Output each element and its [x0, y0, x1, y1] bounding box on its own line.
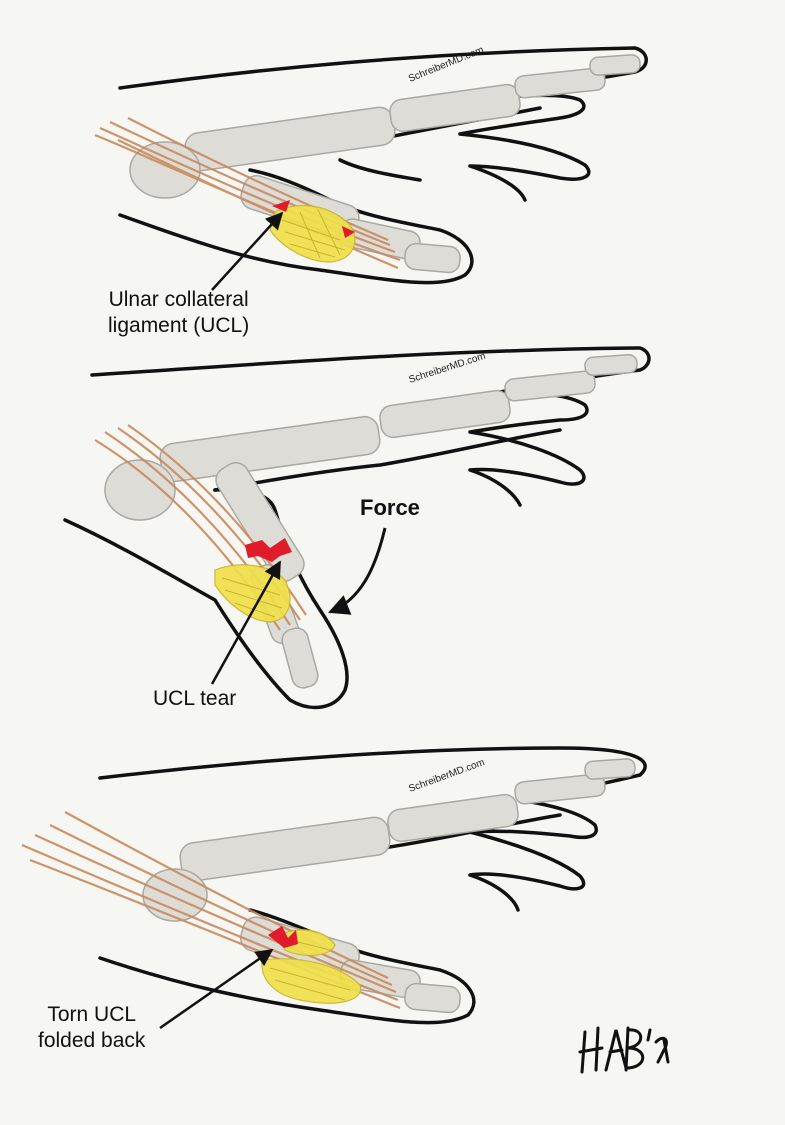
ucl-ligament — [269, 205, 356, 263]
panel-tear: SchreiberMD.com — [63, 346, 651, 710]
label-ucl-tear: UCL tear — [153, 687, 237, 710]
finger-outlines — [338, 93, 591, 202]
panel-intact: SchreiberMD.com — [94, 45, 648, 291]
label-torn-ucl-folded-back: Torn UCL folded back — [38, 1002, 145, 1055]
artist-signature — [578, 1026, 670, 1074]
tendons — [21, 811, 401, 1010]
ucl-attachment-red — [272, 200, 355, 238]
label-force: Force — [360, 495, 420, 520]
ucl-ligament-fibers — [221, 577, 283, 618]
ucl-torn-red — [268, 926, 298, 948]
label-arrow — [159, 948, 274, 1030]
label-line: Ulnar collateral — [108, 288, 249, 311]
bones — [129, 54, 641, 274]
label-arrow — [211, 211, 284, 291]
force-arrow — [328, 527, 387, 615]
watermark: SchreiberMD.com — [407, 45, 485, 85]
label-line: Torn UCL — [47, 1003, 137, 1026]
ucl-tear-red — [245, 538, 292, 562]
panel-folded: SchreiberMD.com — [21, 746, 647, 1030]
label-ulnar-collateral-ligament: Ulnar collateral ligament (UCL) — [108, 287, 249, 340]
ucl-ligament — [261, 929, 362, 1004]
label-arrow — [210, 560, 282, 685]
watermark: SchreiberMD.com — [407, 757, 486, 795]
label-line: ligament (UCL) — [108, 314, 250, 338]
finger-outlines — [468, 798, 598, 912]
bones — [104, 353, 638, 689]
label-line: folded back — [38, 1029, 146, 1053]
ucl-ligament-fibers — [281, 209, 346, 259]
